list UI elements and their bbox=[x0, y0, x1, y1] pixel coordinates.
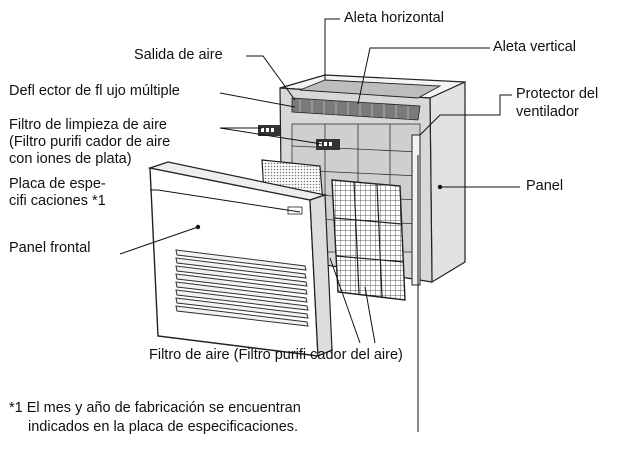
label-panel: Panel bbox=[526, 178, 564, 194]
leader-lines bbox=[119, 18, 520, 432]
label-filtro-limpieza-line1: Filtro de limpieza de aire bbox=[9, 117, 167, 133]
footnote-line1: *1 El mes y año de fabricación se encuen… bbox=[9, 400, 301, 416]
label-filtro-de-aire: Filtro de aire (Filtro purifi cador del … bbox=[149, 347, 403, 363]
label-filtro-limpieza-line2: (Filtro purifi cador de aire bbox=[9, 134, 171, 150]
front-panel bbox=[147, 161, 333, 357]
label-aleta-vertical: Aleta vertical bbox=[493, 39, 577, 55]
air-filter bbox=[331, 179, 406, 301]
label-protector-line2: ventilador bbox=[516, 104, 579, 120]
label-filtro-limpieza-line3: con iones de plata) bbox=[9, 151, 132, 167]
label-placa-line1: Placa de espe- bbox=[9, 176, 106, 192]
label-placa-line2: cifi caciones *1 bbox=[9, 193, 106, 209]
label-deflector: Defl ector de fl ujo múltiple bbox=[9, 83, 180, 99]
label-protector-line1: Protector del bbox=[516, 86, 599, 102]
label-salida-de-aire: Salida de aire bbox=[134, 47, 223, 63]
label-panel-frontal: Panel frontal bbox=[9, 240, 91, 256]
footnote-line2: indicados en la placa de especificacione… bbox=[28, 419, 299, 435]
label-aleta-horizontal: Aleta horizontal bbox=[344, 10, 444, 26]
